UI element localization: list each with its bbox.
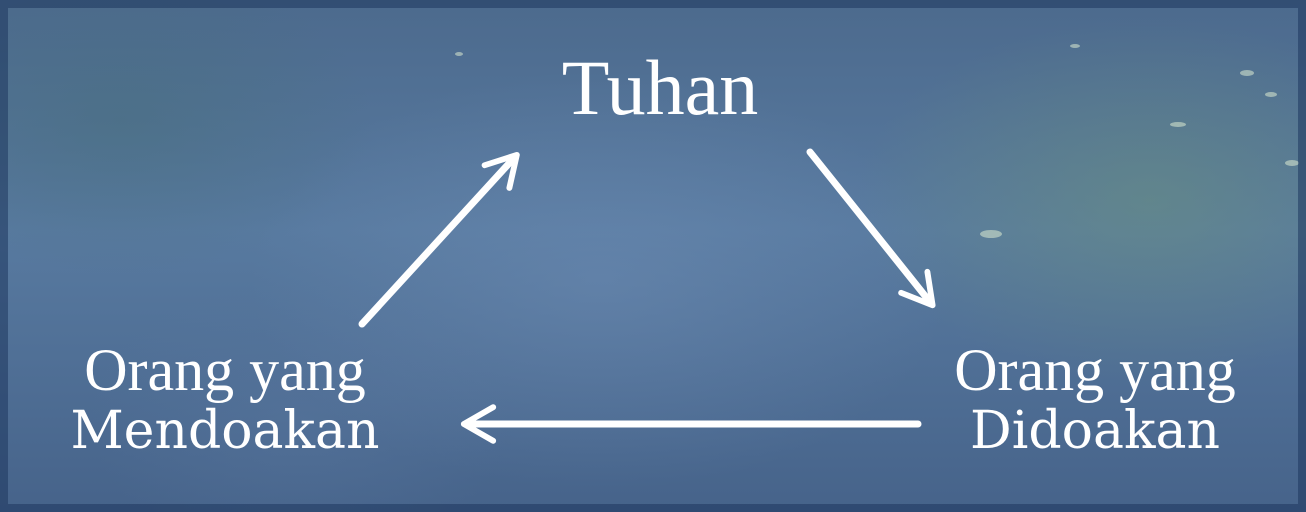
background-speck — [1070, 44, 1080, 48]
background-speck — [980, 230, 1002, 238]
background-speck — [1265, 92, 1277, 97]
node-mendoakan: Orang yang Mendoakan — [20, 338, 430, 459]
node-tuhan: Tuhan — [561, 44, 759, 131]
background-speck — [1170, 122, 1186, 127]
node-didoakan: Orang yang Didoakan — [900, 338, 1290, 459]
node-didoakan-line1: Orang yang — [954, 337, 1236, 403]
node-mendoakan-line1: Orang yang — [84, 337, 366, 403]
background-speck — [455, 52, 463, 56]
arrow-left-to-top — [358, 151, 520, 328]
arrow-top-to-right — [806, 148, 936, 309]
background-speck — [1285, 160, 1299, 166]
background-speck — [1240, 70, 1254, 76]
node-didoakan-line2: Didoakan — [970, 400, 1220, 461]
node-mendoakan-line2: Mendoakan — [70, 400, 380, 461]
